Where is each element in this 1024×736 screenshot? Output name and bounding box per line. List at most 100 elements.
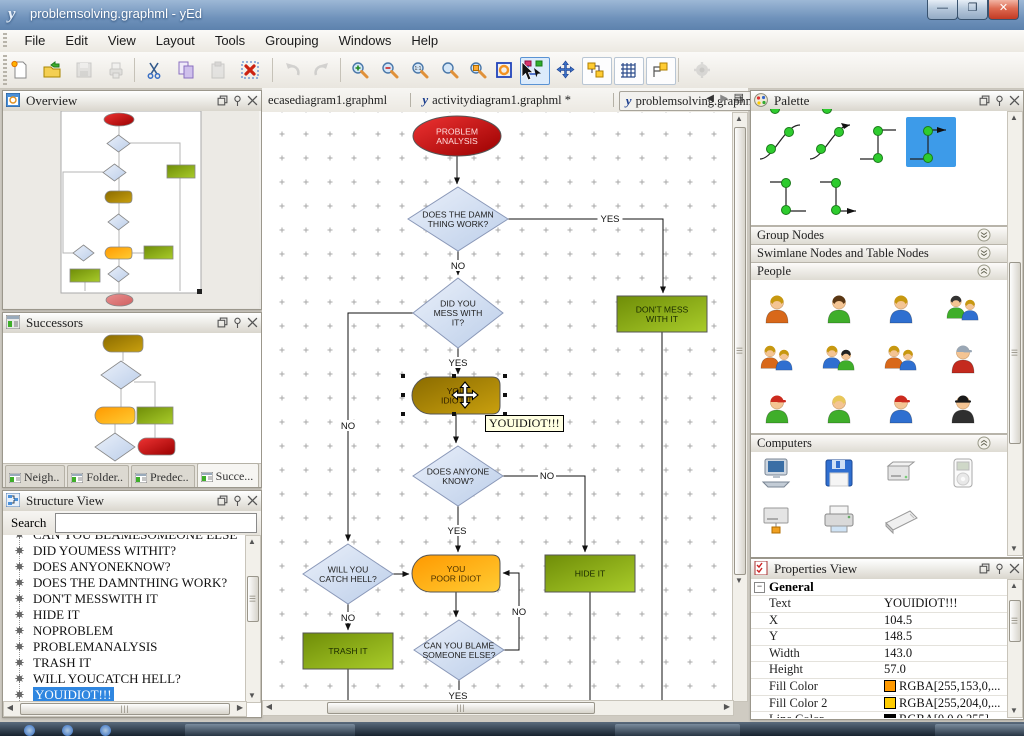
successors-panel-titlebar[interactable]: Successors <box>3 313 261 334</box>
flow-node-will-you-catch-hell[interactable]: WILL YOUCATCH HELL? <box>302 543 394 605</box>
pin-panel-icon[interactable] <box>994 95 1005 106</box>
scroll-right-icon[interactable]: ▶ <box>236 703 244 712</box>
property-value[interactable]: 143.0 <box>884 645 913 660</box>
menu-help[interactable]: Help <box>411 33 439 48</box>
view-tab-predec[interactable]: Predec.. <box>131 465 195 487</box>
flow-edge-6[interactable] <box>503 475 588 553</box>
chevron-up-icon[interactable] <box>977 264 991 278</box>
orthogonal-arrow-edge[interactable] <box>906 117 956 167</box>
flow-node-hide-it[interactable]: HIDE IT <box>544 554 636 593</box>
print-document-button[interactable] <box>102 57 132 85</box>
tree-item-2[interactable]: DOES ANYONEKNOW? <box>3 559 247 575</box>
close-panel-icon[interactable] <box>247 495 258 506</box>
pin-panel-icon[interactable] <box>232 95 243 106</box>
scrollbar-thumb[interactable]: ☰ <box>1009 600 1021 642</box>
scrollbar-thumb[interactable]: ||| <box>327 702 595 714</box>
person-green-blond-icon[interactable] <box>819 384 861 433</box>
flow-node-dont-mess-with-it[interactable]: DON'T MESSWITH IT <box>616 295 708 333</box>
people-pair-green-blue-icon[interactable] <box>943 284 985 333</box>
property-value[interactable]: RGBA[0,0,0,255] <box>884 712 989 718</box>
flow-node-trash-it[interactable]: TRASH IT <box>302 632 394 670</box>
person-orange-icon[interactable] <box>757 284 799 333</box>
scrollbar-thumb[interactable]: ☰ <box>247 576 259 622</box>
taskbar-button[interactable] <box>185 724 355 736</box>
selection-handle[interactable] <box>503 374 507 378</box>
curve-edge[interactable] <box>756 117 806 167</box>
close-panel-icon[interactable] <box>1009 95 1020 106</box>
scroll-down-icon[interactable]: ▼ <box>248 691 256 700</box>
zoom-out-button[interactable] <box>376 57 406 85</box>
zoom-tool-button[interactable] <box>436 57 466 85</box>
float-panel-icon[interactable] <box>217 495 228 506</box>
float-panel-icon[interactable] <box>217 95 228 106</box>
taskbar-icon[interactable] <box>100 725 111 736</box>
copy-button[interactable] <box>172 57 202 85</box>
menu-grouping[interactable]: Grouping <box>265 33 319 48</box>
search-input[interactable] <box>55 513 257 533</box>
document-tab-0[interactable]: ecasediagram1.graphml <box>262 91 393 109</box>
chevron-down-icon[interactable] <box>977 228 991 242</box>
flowchart-graphic[interactable]: YESNONOYESNOYESNONOYESPROBLEMANALYSISDOE… <box>262 112 732 700</box>
people-pair-orange-blue-2-icon[interactable] <box>881 334 923 383</box>
scroll-up-icon[interactable]: ▲ <box>1010 581 1018 590</box>
snap-lines-button[interactable] <box>582 57 612 85</box>
scroll-down-icon[interactable]: ▼ <box>1010 706 1018 715</box>
scrollbar-thumb[interactable]: ☰ <box>1009 262 1021 444</box>
new-document-button[interactable] <box>6 57 36 85</box>
save-document-button[interactable] <box>70 57 100 85</box>
zoom-to-selection-button[interactable] <box>464 57 494 85</box>
palette-section-group-nodes[interactable]: Group Nodes <box>751 226 1009 245</box>
person-green-red-cap-icon[interactable] <box>757 384 799 433</box>
delete-selection-button[interactable] <box>236 57 266 85</box>
person-pirate-icon[interactable] <box>943 334 985 383</box>
selection-handle[interactable] <box>401 374 405 378</box>
structure-panel-titlebar[interactable]: Structure View <box>3 491 261 512</box>
paste-button[interactable] <box>204 57 234 85</box>
tree-item-5[interactable]: HIDE IT <box>3 607 247 623</box>
property-value[interactable]: RGBA[255,204,0,... <box>884 696 1000 711</box>
tree-item-3[interactable]: DOES THE DAMNTHING WORK? <box>3 575 247 591</box>
selection-handle[interactable] <box>503 412 507 416</box>
menu-file[interactable]: File <box>24 33 46 48</box>
printer-icon[interactable] <box>821 504 859 541</box>
selection-handle[interactable] <box>401 412 405 416</box>
curve-arrow-edge[interactable] <box>806 117 856 167</box>
scroll-left-icon[interactable]: ◀ <box>6 703 14 712</box>
menu-layout[interactable]: Layout <box>155 33 195 48</box>
overview-thumbnail[interactable] <box>3 110 261 309</box>
flow-node-problem-analysis[interactable]: PROBLEMANALYSIS <box>412 115 502 157</box>
structure-horizontal-scrollbar[interactable]: ◀ ||| ▶ <box>3 701 247 717</box>
move-mode-button[interactable] <box>552 57 582 85</box>
canvas-horizontal-scrollbar[interactable]: ◀ ||| ▶ <box>262 700 734 716</box>
cut-button[interactable] <box>140 57 170 85</box>
person-blue-icon[interactable] <box>881 284 923 333</box>
property-value[interactable]: 104.5 <box>884 612 913 627</box>
pin-panel-icon[interactable] <box>232 317 243 328</box>
network-drive-icon[interactable] <box>759 504 797 541</box>
people-pair-blue-green-icon[interactable] <box>819 334 861 383</box>
zoom-in-button[interactable] <box>346 57 376 85</box>
pin-panel-icon[interactable] <box>994 563 1005 574</box>
floppy-disk-icon[interactable] <box>821 458 859 495</box>
float-panel-icon[interactable] <box>979 563 990 574</box>
toolbar-grip[interactable] <box>3 55 7 85</box>
pin-panel-icon[interactable] <box>232 495 243 506</box>
taskbar-button[interactable] <box>615 724 740 736</box>
orthogonal-edge[interactable] <box>856 117 906 167</box>
restore-button[interactable]: ❐ <box>957 0 988 20</box>
edit-mode-button[interactable] <box>520 57 550 85</box>
minimize-button[interactable]: — <box>927 0 958 20</box>
open-document-button[interactable] <box>38 57 68 85</box>
menu-windows[interactable]: Windows <box>338 33 392 48</box>
scroll-up-icon[interactable]: ▲ <box>735 114 743 123</box>
title-bar[interactable]: y problemsolving.graphml - yEd — ❐ ✕ <box>0 0 1024 31</box>
canvas-vertical-scrollbar[interactable]: ▲ ☰ ▼ <box>732 112 748 702</box>
selection-handle[interactable] <box>401 393 405 397</box>
flow-node-does-anyone-know[interactable]: DOES ANYONEKNOW? <box>412 445 504 507</box>
people-pair-orange-blue-icon[interactable] <box>757 334 799 383</box>
tree-item-6[interactable]: NOPROBLEM <box>3 623 247 639</box>
collapse-group-icon[interactable]: − <box>754 582 765 593</box>
